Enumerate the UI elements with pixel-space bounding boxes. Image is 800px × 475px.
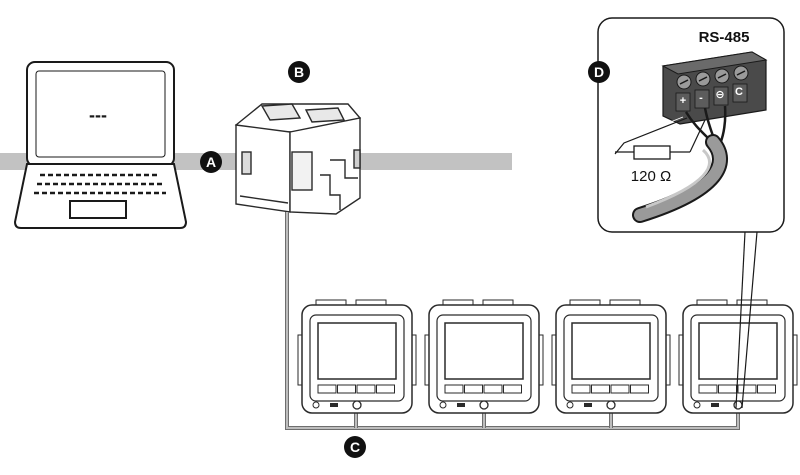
marker-b-label: B [294, 64, 304, 80]
marker-d: D [588, 61, 610, 83]
meter-button [698, 384, 718, 394]
wrench-icon [439, 401, 447, 409]
marker-d-label: D [594, 64, 604, 80]
meter-button [757, 384, 776, 394]
comm-led-icon [457, 403, 465, 407]
meter-button [571, 384, 591, 394]
meter-button [376, 384, 395, 394]
meter-button [444, 384, 464, 394]
laptop-screen-text: --- [89, 105, 107, 125]
rs485-pin-label: + [680, 95, 686, 107]
meter-button [610, 384, 630, 394]
status-led-icon [352, 400, 362, 410]
status-led-icon [733, 400, 743, 410]
meter-button [317, 384, 337, 394]
meter-button [718, 384, 737, 394]
meter-button [591, 384, 610, 394]
laptop-base [13, 163, 188, 229]
meter-button [630, 384, 649, 394]
comm-led-icon [711, 403, 719, 407]
power-meters [297, 299, 798, 414]
meter-button [483, 384, 503, 394]
status-led-icon [606, 400, 616, 410]
meter-button [737, 384, 757, 394]
meter-display [571, 322, 651, 380]
rs485-pin-label: C [735, 86, 743, 98]
laptop: --- [13, 61, 188, 229]
wrench-icon [693, 401, 701, 409]
rs485-cable [285, 212, 740, 430]
resistor-value: 120 Ω [631, 168, 671, 185]
meter-3 [551, 299, 671, 414]
rs485-title: RS-485 [699, 29, 750, 46]
rs485-pin-labels: + -⊖ C [680, 86, 743, 107]
rs485-cable-detail [632, 105, 728, 223]
rs485-terminal-block [661, 51, 768, 125]
termination-resistor [614, 116, 706, 160]
rs485-pin-label: ⊖ [715, 89, 724, 101]
laptop-touchpad [69, 200, 127, 219]
meter-button [503, 384, 522, 394]
meter-4 [678, 299, 798, 414]
marker-a-label: A [206, 154, 216, 170]
comm-led-icon [330, 403, 338, 407]
rs485-detail-callout: RS-485 + -⊖ C [597, 17, 785, 409]
status-led-icon [479, 400, 489, 410]
marker-a: A [200, 151, 222, 173]
gateway-device [234, 103, 362, 215]
marker-b: B [288, 61, 310, 83]
marker-c: C [344, 436, 366, 458]
laptop-keyboard [34, 173, 166, 195]
rs485-pin-label: - [699, 92, 703, 104]
wrench-icon [312, 401, 320, 409]
marker-c-label: C [350, 439, 360, 455]
meter-2 [424, 299, 544, 414]
meter-display [444, 322, 524, 380]
meter-button [356, 384, 376, 394]
wrench-icon [566, 401, 574, 409]
meter-button [464, 384, 483, 394]
comm-led-icon [584, 403, 592, 407]
meter-1 [297, 299, 417, 414]
meter-button [337, 384, 356, 394]
meter-display [317, 322, 397, 380]
